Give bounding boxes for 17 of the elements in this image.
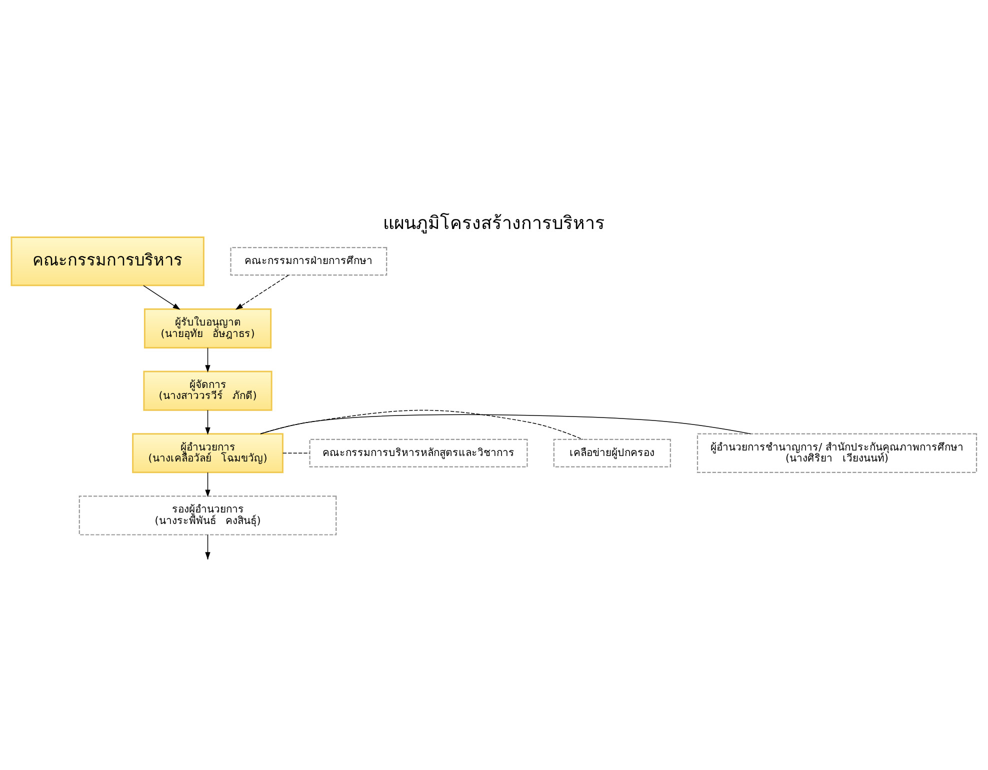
diagram-title: แผนภูมิโครงสร้างการบริหาร: [383, 212, 605, 234]
node-box: คณะกรรมการบริหารหลักสูตรและวิชาการ: [309, 438, 528, 467]
arrow: [205, 346, 210, 372]
arrow: [205, 409, 210, 434]
connector: [282, 452, 310, 453]
node-box: ผู้จัดการ (นางสาววรวีร์ ภักดี): [143, 370, 272, 410]
node-box: ผู้อำนวยการ (นางเคลือวัลย์ โฉมขวัญ): [132, 432, 284, 473]
node-box: รองผู้อำนวยการ (นางระพีพันธ์ คงสินธุ์): [78, 495, 337, 535]
node-box: คณะกรรมการฝ่ายการศึกษา: [230, 246, 388, 276]
connector: [260, 409, 584, 440]
node-box: เคลือข่ายผู้ปกครอง: [553, 438, 671, 467]
arrow: [143, 284, 180, 310]
arrow: [235, 274, 289, 310]
node-box: คณะกรรมการบริหาร: [10, 236, 204, 286]
node-box: ผู้อำนวยการชำนาญการ/ สำนักประกันคุณภาพการศึกษา (นางศิริยา เวียงนนท์): [696, 432, 978, 472]
arrow: [205, 472, 210, 497]
node-box: ผู้รับใบอนุญาต (นายอุทัย อัษฎาธร): [144, 308, 272, 348]
